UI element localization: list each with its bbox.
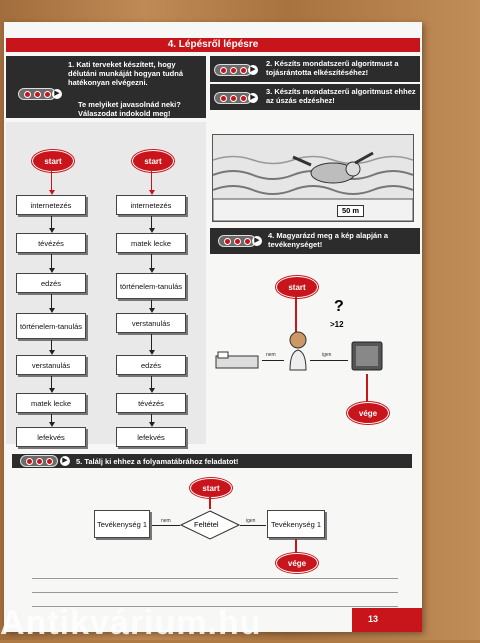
q5-no-label: nem xyxy=(161,518,171,524)
q1-difficulty-icon xyxy=(18,88,56,100)
q1-text: 1. Kati terveket készített, hogy délután… xyxy=(68,60,184,87)
q4-bed-image xyxy=(214,348,260,372)
q1-play-icon: ▶ xyxy=(52,89,62,99)
flow-right-start-oval: start xyxy=(132,150,174,172)
section-title: 4. Lépésről lépésre xyxy=(6,38,420,52)
q5-panel xyxy=(12,454,412,468)
q4-text: 4. Magyarázd meg a kép alapján a tevéken… xyxy=(268,231,389,249)
answer-line xyxy=(32,606,398,607)
q3-play-icon: ▶ xyxy=(248,93,258,103)
q5-left-box: Tevékenység 1 xyxy=(94,510,150,538)
q1-ask: Te melyiket javasolnád neki? Válaszodat … xyxy=(78,100,181,118)
answer-line xyxy=(32,592,398,593)
flow-right-step: lefekvés xyxy=(116,427,186,447)
q5-yes-label: igen xyxy=(246,518,256,524)
q5-condition-diamond xyxy=(179,510,241,540)
watermark: Antikvárium.hu xyxy=(0,604,262,642)
q5-text: 5. Találj ki ehhez a folyamatábrához fel… xyxy=(76,457,239,466)
q3-text: 3. Készíts mondatszerű algoritmust ehhez… xyxy=(266,87,416,105)
swimmer-image: 50 m xyxy=(212,134,414,222)
q4-end-oval: vége xyxy=(347,402,389,424)
q4-play-icon: ▶ xyxy=(252,236,262,246)
q3-difficulty-icon xyxy=(214,92,252,104)
flow-left-step: történelem-tanulás xyxy=(16,313,86,339)
q5-right-box: Tevékenység 1 xyxy=(267,510,325,538)
flow-right-step: tévézés xyxy=(116,393,186,413)
page-number: 13 xyxy=(368,614,379,624)
page-number-tab xyxy=(352,608,422,632)
flow-left-step: lefekvés xyxy=(16,427,86,447)
q4-start-oval: start xyxy=(276,276,318,298)
q5-start-oval: start xyxy=(190,478,232,498)
q2-play-icon: ▶ xyxy=(248,65,258,75)
q4-tv-image xyxy=(350,340,384,374)
q2-text: 2. Készíts mondatszerű algoritmust a toj… xyxy=(266,59,399,77)
flow-left-step: tévézés xyxy=(16,233,86,253)
flow-left-step: matek lecke xyxy=(16,393,86,413)
flow-left-step: edzés xyxy=(16,273,86,293)
workbook-page: 4. Lépésről lépésre ▶ 1. Kati terveket k… xyxy=(4,22,422,632)
flow-right-step: edzés xyxy=(116,355,186,375)
flow-right-step: internetezés xyxy=(116,195,186,215)
q4-girl-figure xyxy=(286,330,310,372)
q5-end-oval: vége xyxy=(276,553,318,573)
q4-condition: >12 xyxy=(330,320,344,329)
flow-right-step: verstanulás xyxy=(116,313,186,333)
q4-difficulty-icon xyxy=(218,235,256,247)
pool-distance-sign: 50 m xyxy=(337,205,365,217)
q5-condition-label: Feltétel xyxy=(194,520,219,529)
flow-left-step: verstanulás xyxy=(16,355,86,375)
flow-left-start-oval: start xyxy=(32,150,74,172)
q5-play-icon: ▶ xyxy=(60,456,70,466)
q2-difficulty-icon xyxy=(214,64,252,76)
flow-right-step: történelem-tanulás xyxy=(116,273,186,299)
q5-difficulty-icon xyxy=(20,455,58,467)
q4-question-mark: ? xyxy=(334,298,344,315)
q4-yes-label: igen xyxy=(322,352,332,358)
q1-panel xyxy=(6,56,206,118)
answer-line xyxy=(32,578,398,579)
flow-right-step: matek lecke xyxy=(116,233,186,253)
q4-no-label: nem xyxy=(266,352,276,358)
flow-left-step: internetezés xyxy=(16,195,86,215)
